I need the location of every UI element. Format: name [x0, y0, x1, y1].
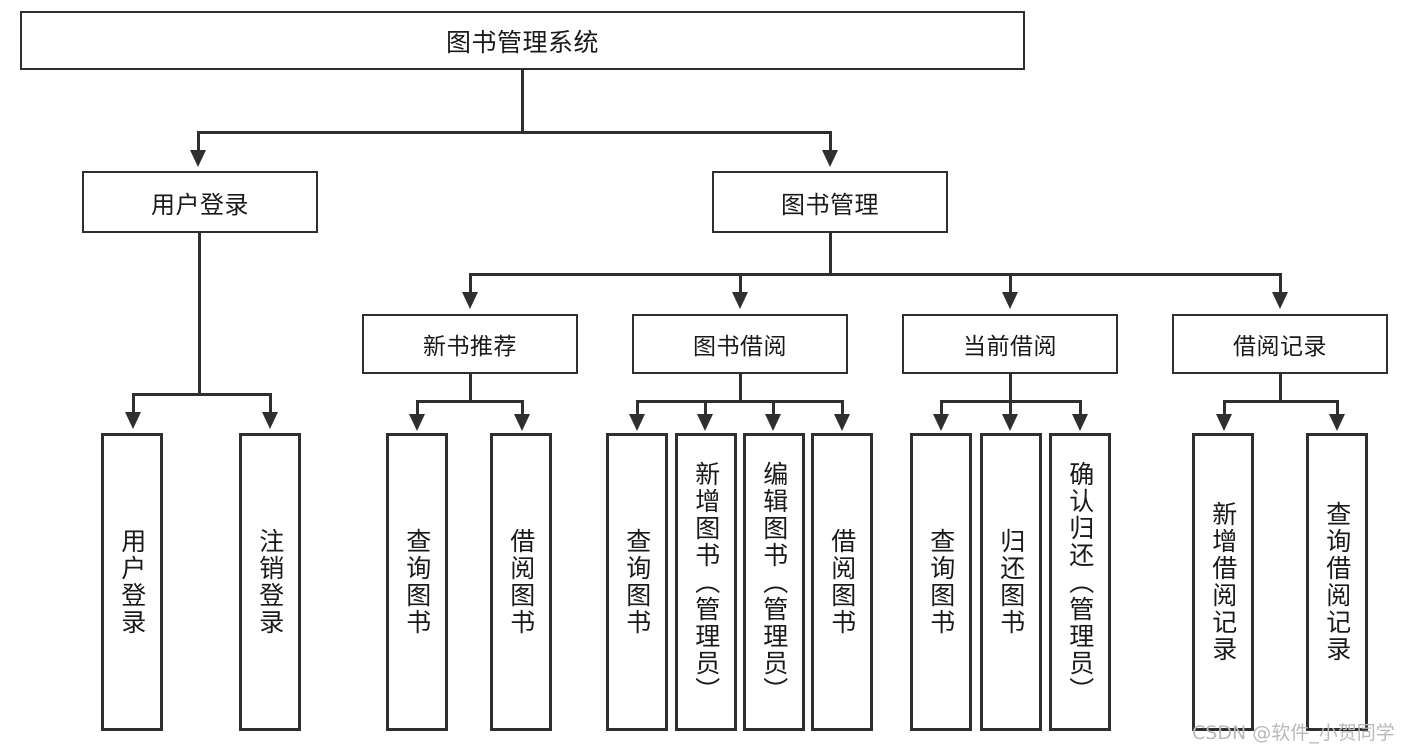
node-label: 图书借阅: [693, 334, 787, 360]
node-new-book-recommend[interactable]: 新书推荐: [362, 314, 578, 374]
node-label: 查询图书: [402, 528, 432, 636]
node-current-borrow[interactable]: 当前借阅: [902, 314, 1118, 374]
connector-current-borrow-l3: [1079, 400, 1082, 417]
connector-current-borrow-l1: [940, 400, 943, 417]
node-borrow-record[interactable]: 借阅记录: [1172, 314, 1388, 374]
connector-book-manage-stem: [829, 233, 832, 275]
arrowhead-new-book-leaf-2: [514, 414, 530, 431]
arrowhead-to-user-login: [190, 150, 206, 167]
leaf-book-borrow-add[interactable]: 新增图书（管理员）: [675, 433, 737, 731]
leaf-book-borrow-borrow[interactable]: 借阅图书: [811, 433, 873, 731]
connector-root-bus: [198, 131, 831, 134]
arrowhead-book-borrow-leaf-4: [834, 414, 850, 431]
arrowhead-book-borrow-leaf-3: [765, 414, 781, 431]
node-label: 注销登录: [255, 528, 285, 636]
node-label: 查询图书: [926, 528, 956, 636]
connector-current-borrow-l2: [1009, 400, 1012, 417]
node-user-login[interactable]: 用户登录: [82, 171, 318, 233]
arrowhead-book-borrow: [732, 292, 748, 309]
node-label: 确认归还（管理员）: [1065, 460, 1095, 704]
arrowhead-current-borrow-leaf-1: [933, 414, 949, 431]
arrowhead-current-borrow: [1002, 292, 1018, 309]
connector-new-book-l2: [521, 400, 524, 417]
node-label: 查询图书: [622, 528, 652, 636]
node-label: 编辑图书（管理员）: [759, 460, 789, 704]
node-label: 新书推荐: [423, 334, 517, 360]
connector-book-manage-c4: [1279, 273, 1282, 295]
connector-new-book-l1: [416, 400, 419, 417]
connector-new-book-stem: [469, 374, 472, 402]
connector-book-borrow-l3: [772, 400, 775, 417]
connector-current-borrow-stem: [1009, 374, 1012, 402]
arrowhead-book-borrow-leaf-1: [629, 414, 645, 431]
connector-root-stem: [521, 70, 524, 133]
connector-borrow-record-bus: [1224, 400, 1337, 403]
leaf-current-borrow-query[interactable]: 查询图书: [910, 433, 972, 731]
node-label: 查询借阅记录: [1322, 501, 1352, 663]
node-label: 借阅图书: [506, 528, 536, 636]
leaf-borrow-record-add[interactable]: 新增借阅记录: [1192, 433, 1254, 731]
leaf-book-borrow-edit[interactable]: 编辑图书（管理员）: [743, 433, 805, 731]
node-book-manage[interactable]: 图书管理: [712, 171, 948, 233]
arrowhead-user-login-leaf-1: [125, 412, 141, 429]
node-book-borrow[interactable]: 图书借阅: [632, 314, 848, 374]
connector-user-login-bus: [133, 393, 270, 396]
connector-book-manage-c1: [469, 273, 472, 295]
arrowhead-current-borrow-leaf-2: [1002, 414, 1018, 431]
connector-borrow-record-l1: [1223, 400, 1226, 417]
connector-book-borrow-bus: [637, 400, 843, 403]
node-label: 归还图书: [996, 528, 1026, 636]
node-label: 新增借阅记录: [1208, 501, 1238, 663]
connector-root-to-book-manage: [829, 131, 832, 153]
node-label: 借阅记录: [1233, 334, 1327, 360]
arrowhead-to-book-manage: [822, 150, 838, 167]
leaf-book-borrow-query[interactable]: 查询图书: [606, 433, 668, 731]
connector-new-book-bus: [417, 400, 522, 403]
connector-book-manage-c3: [1009, 273, 1012, 295]
node-label: 图书管理: [781, 190, 879, 219]
connector-book-borrow-stem: [739, 374, 742, 402]
connector-book-borrow-l1: [636, 400, 639, 417]
leaf-current-borrow-confirm[interactable]: 确认归还（管理员）: [1049, 433, 1111, 731]
connector-root-to-user-login: [197, 131, 200, 153]
connector-book-borrow-l4: [841, 400, 844, 417]
leaf-new-book-query[interactable]: 查询图书: [386, 433, 448, 731]
csdn-watermark: CSDN @软件_小贺同学: [1192, 722, 1395, 744]
leaf-new-book-borrow[interactable]: 借阅图书: [490, 433, 552, 731]
node-label: 新增图书（管理员）: [691, 460, 721, 704]
node-label: 当前借阅: [963, 334, 1057, 360]
arrowhead-user-login-leaf-2: [262, 412, 278, 429]
arrowhead-book-borrow-leaf-2: [697, 414, 713, 431]
arrowhead-current-borrow-leaf-3: [1072, 414, 1088, 431]
arrowhead-borrow-record-leaf-1: [1216, 414, 1232, 431]
connector-user-login-stem: [198, 233, 201, 395]
connector-book-borrow-l2: [704, 400, 707, 417]
leaf-borrow-record-query[interactable]: 查询借阅记录: [1306, 433, 1368, 731]
leaf-current-borrow-return[interactable]: 归还图书: [980, 433, 1042, 731]
connector-borrow-record-l2: [1336, 400, 1339, 417]
connector-user-login-left: [132, 393, 135, 415]
arrowhead-new-book-recommend: [462, 292, 478, 309]
node-label: 用户登录: [117, 528, 147, 636]
arrowhead-borrow-record-leaf-2: [1329, 414, 1345, 431]
connector-book-manage-c2: [739, 273, 742, 295]
connector-borrow-record-stem: [1279, 374, 1282, 402]
arrowhead-new-book-leaf-1: [409, 414, 425, 431]
node-root-system[interactable]: 图书管理系统: [20, 11, 1025, 70]
node-label: 用户登录: [151, 190, 249, 219]
connector-user-login-right: [269, 393, 272, 415]
arrowhead-borrow-record: [1272, 292, 1288, 309]
node-label: 图书管理系统: [445, 27, 599, 57]
leaf-user-login-logout[interactable]: 注销登录: [239, 433, 301, 731]
node-label: 借阅图书: [827, 528, 857, 636]
connector-book-manage-bus: [470, 273, 1281, 276]
leaf-user-login-login[interactable]: 用户登录: [101, 433, 163, 731]
